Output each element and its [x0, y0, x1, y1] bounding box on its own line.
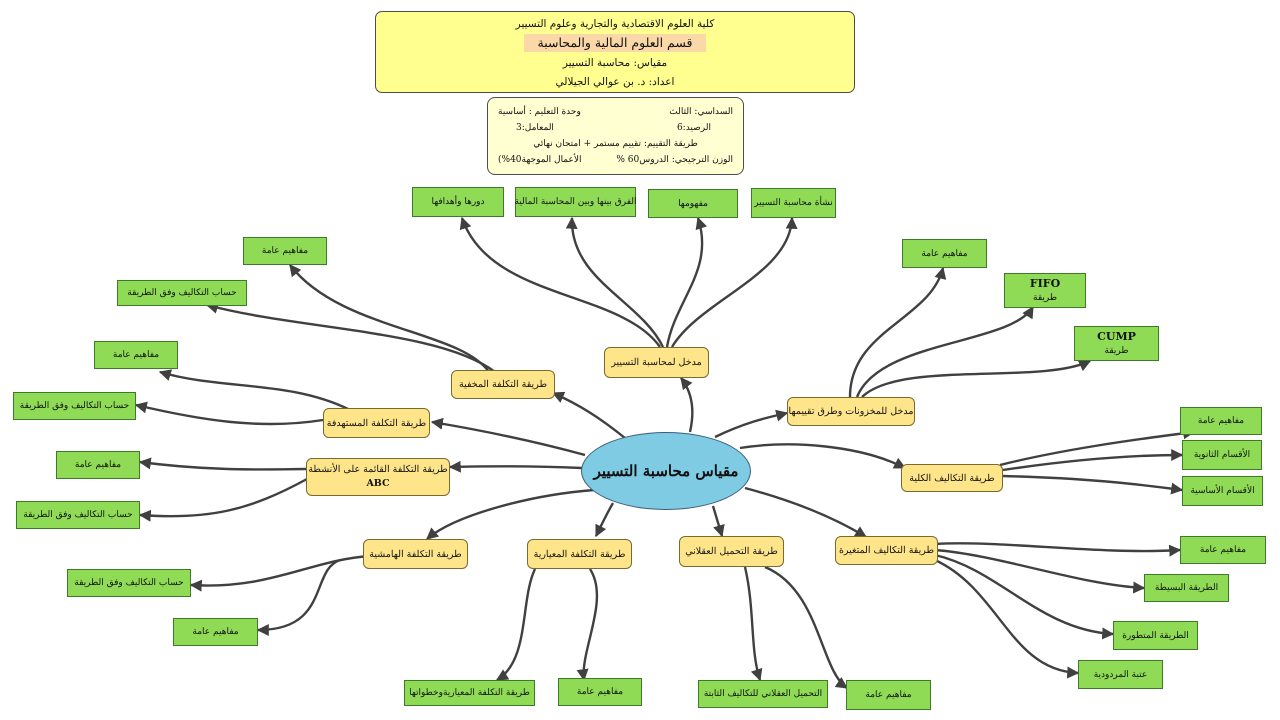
- node-variable-cost[interactable]: طريقة التكاليف المتغيرة: [835, 536, 938, 565]
- leaf-full-main[interactable]: الأقسام الأساسية: [1182, 476, 1263, 506]
- leaf-std-general[interactable]: مفاهيم عامة: [558, 678, 642, 706]
- leaf-intro-diff[interactable]: الفرق بينها وبين المحاسبة المالية: [515, 187, 636, 217]
- connector-center-inventory: [714, 409, 789, 439]
- header-panel: كلية العلوم الاقتصادية والتجارية وعلوم ا…: [375, 11, 855, 93]
- connector-hidden-general: [289, 264, 490, 373]
- connector-rat-fixed: [743, 566, 763, 682]
- leaf-hidden-calc[interactable]: حساب التكاليف وفق الطريقة: [117, 280, 247, 306]
- coef-label: المعامل:3: [516, 123, 554, 133]
- credit-label: الرصيد:6: [676, 123, 711, 133]
- weight-tutorials-label: الأعمال الموجهة40%): [498, 155, 582, 165]
- leaf-full-secondary[interactable]: الأقسام الثانوية: [1182, 440, 1262, 470]
- connector-center-intro: [680, 377, 694, 433]
- node-abc-acronym: ABC: [366, 478, 390, 489]
- module-title: مقياس: محاسبة التسيير: [562, 57, 668, 69]
- connector-center-hidden: [551, 391, 626, 439]
- fifo-title: FIFO: [1029, 276, 1061, 290]
- connector-marg-calc: [189, 554, 371, 592]
- connector-var-general: [934, 542, 1182, 557]
- leaf-hidden-general[interactable]: مفاهيم عامة: [243, 237, 327, 265]
- connector-center-abc: [448, 460, 583, 473]
- connector-inv-general: [848, 266, 947, 398]
- leaf-inv-cump[interactable]: CUMP طريقة: [1074, 326, 1159, 361]
- node-standard[interactable]: طريقة التكلفة المعيارية: [527, 539, 632, 569]
- connector-var-advanced: [934, 553, 1115, 640]
- connector-center-rational: [711, 505, 725, 538]
- connector-intro-origin: [670, 216, 798, 348]
- leaf-var-advanced[interactable]: الطريقة المتطورة: [1113, 621, 1198, 650]
- weight-courses-label: الوزن الترجيحي: الدروس60 %: [616, 155, 733, 165]
- leaf-intro-role[interactable]: دورها وأهدافها: [412, 187, 504, 217]
- fifo-sub: طريقة: [1033, 292, 1058, 303]
- leaf-std-steps[interactable]: طريقة التكلفة المعياريةوخطواتها: [404, 680, 535, 706]
- leaf-rat-general[interactable]: مفاهيم عامة: [846, 680, 931, 710]
- course-info-panel: السداسي: الثالث وحدة التعليم : أساسية ال…: [487, 97, 744, 175]
- connector-rat-general: [764, 565, 848, 689]
- semester-label: السداسي: الثالث: [669, 107, 733, 117]
- connector-intro-concept: [665, 216, 708, 348]
- leaf-target-calc[interactable]: حساب التكاليف وفق الطريقة: [13, 392, 136, 420]
- leaf-abc-calc[interactable]: حساب التكاليف وفق الطريقة: [16, 501, 140, 529]
- node-inventory[interactable]: مدخل للمخزونات وطرق تقييمها: [787, 397, 915, 426]
- connector-std-steps: [495, 568, 537, 682]
- leaf-var-simple[interactable]: الطريقة البسيطة: [1144, 574, 1229, 602]
- node-abc-label: طريقة التكلفة القائمة على الأنشطة: [308, 464, 448, 475]
- connector-center-variable: [744, 486, 868, 539]
- node-marginal[interactable]: طريقة التكلفة الهامشية: [363, 539, 468, 569]
- faculty-title: كلية العلوم الاقتصادية والتجارية وعلوم ا…: [515, 18, 715, 30]
- connector-abc-calc: [138, 477, 308, 522]
- leaf-target-general[interactable]: مفاهيم عامة: [94, 341, 178, 369]
- leaf-inv-general[interactable]: مفاهيم عامة: [902, 239, 987, 268]
- leaf-rat-fixed[interactable]: التحميل العقلاني للتكاليف الثابتة: [698, 680, 828, 708]
- node-rational[interactable]: طريقة التحميل العقلاني: [679, 536, 784, 567]
- connector-marg-general: [256, 558, 341, 636]
- author-label: اعداد: د. بن عوالي الجيلالي: [555, 76, 675, 88]
- node-full-cost[interactable]: طريقة التكاليف الكلية: [901, 464, 1003, 492]
- cump-sub: طريقة: [1104, 345, 1129, 356]
- evaluation-label: طريقة التقييم: تقييم مستمر + امتحان نهائ…: [533, 139, 698, 149]
- connector-intro-role: [459, 216, 661, 348]
- department-title: قسم العلوم المالية والمحاسبة: [523, 34, 707, 52]
- leaf-intro-concept[interactable]: مفهومها: [648, 189, 738, 218]
- leaf-marg-general[interactable]: مفاهيم عامة: [173, 618, 258, 646]
- connector-std-general: [576, 568, 599, 682]
- connector-full-general: [999, 427, 1196, 467]
- leaf-full-general[interactable]: مفاهيم عامة: [1180, 407, 1262, 435]
- node-abc[interactable]: طريقة التكلفة القائمة على الأنشطة ABC: [306, 458, 450, 496]
- connector-full-secondary: [1002, 449, 1184, 472]
- cump-title: CUMP: [1097, 329, 1136, 343]
- leaf-var-threshold[interactable]: عتبة المردودية: [1078, 660, 1163, 689]
- connector-center-marginal: [426, 488, 595, 540]
- node-target[interactable]: طريقة التكلفة المستهدفة: [323, 408, 430, 438]
- connector-intro-diff: [565, 216, 665, 348]
- connector-var-threshold: [934, 558, 1080, 679]
- leaf-intro-origin[interactable]: نشأة محاسبة التسيير: [751, 188, 836, 218]
- connector-inv-cump: [861, 359, 1092, 398]
- unit-label: وحدة التعليم : أساسية: [498, 107, 581, 117]
- connector-center-standard: [594, 502, 615, 538]
- connector-inv-fifo: [855, 305, 1035, 398]
- node-hidden[interactable]: طريقة التكلفة المخفية: [451, 370, 555, 399]
- leaf-abc-general[interactable]: مفاهيم عامة: [56, 451, 140, 479]
- connector-center-target: [430, 417, 586, 457]
- connector-hidden-calc: [205, 302, 496, 373]
- connector-abc-general: [138, 457, 308, 471]
- connector-var-simple: [934, 548, 1146, 594]
- connector-target-general: [158, 369, 351, 412]
- central-topic[interactable]: مقياس محاسبة التسيير: [581, 432, 751, 510]
- leaf-inv-fifo[interactable]: FIFO طريقة: [1004, 273, 1086, 308]
- connector-center-full: [739, 443, 907, 470]
- leaf-var-general[interactable]: مفاهيم عامة: [1180, 536, 1266, 564]
- connector-target-calc: [134, 401, 324, 426]
- connector-full-main: [1002, 474, 1184, 495]
- node-intro[interactable]: مدخل لمحاسبة التسيير: [604, 347, 709, 378]
- leaf-marg-calc[interactable]: حساب التكاليف وفق الطريقة: [67, 569, 191, 597]
